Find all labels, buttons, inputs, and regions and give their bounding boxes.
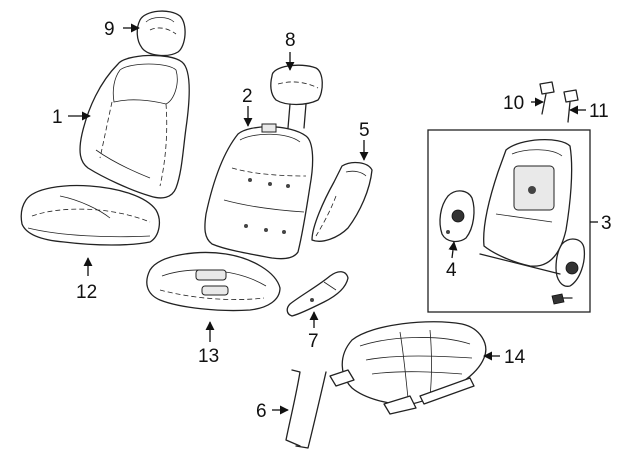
headrest-part-8 bbox=[270, 64, 323, 129]
cushion-pad-part-13 bbox=[146, 251, 281, 312]
seatback-pad-part-2 bbox=[204, 123, 314, 260]
callout-12: 12 bbox=[76, 282, 97, 303]
callout-1: 1 bbox=[52, 107, 63, 128]
seatback-cover-part-1 bbox=[79, 54, 190, 199]
callout-10: 10 bbox=[503, 93, 524, 114]
callout-5: 5 bbox=[359, 120, 370, 141]
side-panel-part-5 bbox=[311, 161, 373, 242]
callout-8: 8 bbox=[285, 30, 296, 51]
frame-assembly-box-part-3 bbox=[427, 129, 591, 313]
seat-cushion-cover-part-12 bbox=[20, 184, 161, 246]
lever-part-7 bbox=[286, 271, 349, 317]
callout-3: 3 bbox=[601, 213, 612, 234]
bolt-part-10 bbox=[539, 81, 555, 115]
callout-13: 13 bbox=[198, 346, 219, 367]
callout-labels: 9 1 2 8 5 10 11 3 4 12 13 7 14 6 bbox=[52, 19, 612, 422]
bolt-part-11 bbox=[563, 89, 579, 123]
leader-lines bbox=[68, 23, 598, 415]
callout-11: 11 bbox=[589, 101, 609, 122]
callout-2: 2 bbox=[242, 86, 253, 107]
callout-9: 9 bbox=[104, 19, 115, 40]
callout-4: 4 bbox=[446, 260, 457, 281]
leader-4 bbox=[448, 241, 458, 259]
wire-rod-part-6 bbox=[285, 369, 327, 449]
callout-6: 6 bbox=[256, 401, 267, 422]
seat-track-part-14 bbox=[329, 321, 487, 415]
headrest-cover-part-9 bbox=[136, 10, 186, 57]
callout-14: 14 bbox=[504, 347, 526, 368]
callout-7: 7 bbox=[308, 331, 319, 352]
